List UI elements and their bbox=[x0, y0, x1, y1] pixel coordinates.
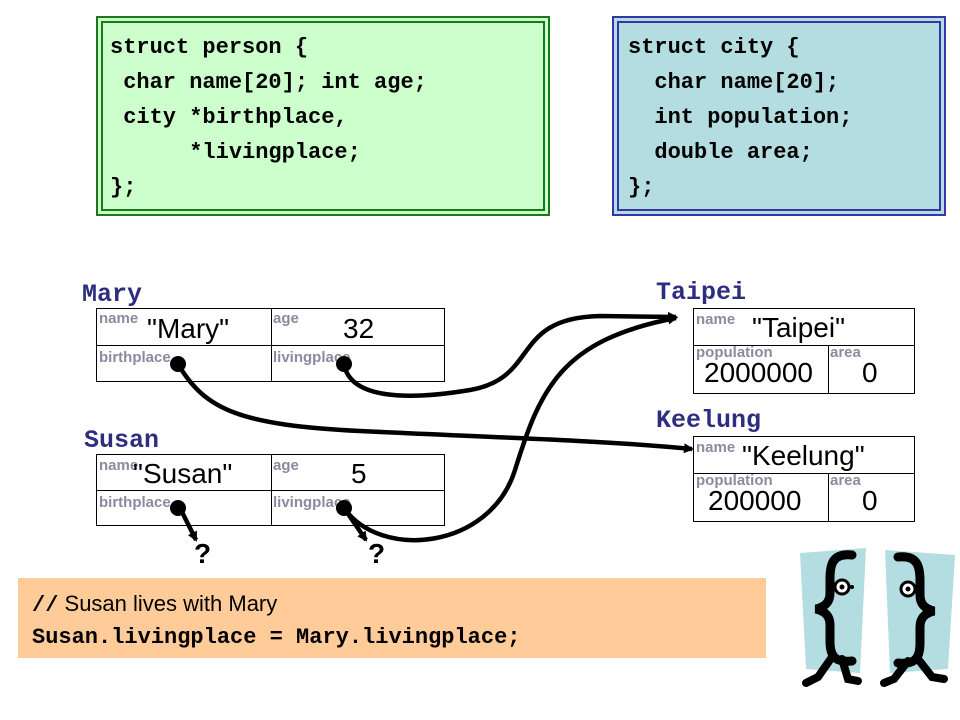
struct-city-code: struct city { char name[20]; int populat… bbox=[628, 35, 853, 200]
susan-birthplace-dot bbox=[170, 500, 186, 516]
taipei-population-value: 2000000 bbox=[704, 357, 814, 388]
mary-livingplace-dot bbox=[336, 356, 352, 372]
susan-record: name "Susan" age 5 birthplace livingplac… bbox=[96, 454, 445, 526]
taipei-name-label: name bbox=[696, 311, 736, 328]
keelung-population-label: population bbox=[696, 472, 773, 489]
taipei-area-value: 0 bbox=[862, 357, 878, 388]
keelung-area-label: area bbox=[830, 472, 861, 489]
keelung-divider-h bbox=[694, 473, 914, 474]
susan-livingplace-dot bbox=[336, 500, 352, 516]
comment-box: // Susan lives with Mary Susan.livingpla… bbox=[18, 578, 766, 658]
susan-birthplace-label: birthplace bbox=[99, 494, 171, 511]
taipei-area-label: area bbox=[830, 344, 861, 361]
mary-age-label: age bbox=[273, 310, 299, 327]
mary-title: Mary bbox=[82, 280, 143, 309]
keelung-population-value: 200000 bbox=[708, 485, 802, 516]
keelung-name-label: name bbox=[696, 439, 736, 456]
keelung-name-value: "Keelung" bbox=[742, 440, 865, 471]
keelung-record: name "Keelung" population 200000 area 0 bbox=[693, 436, 915, 522]
arrow-mary-livingplace-taipei bbox=[341, 311, 678, 398]
susan-birthplace-unknown: ? bbox=[194, 538, 212, 569]
taipei-record: name "Taipei" population 2000000 area 0 bbox=[693, 308, 915, 394]
taipei-divider-h bbox=[694, 345, 914, 346]
keelung-area-value: 0 bbox=[862, 485, 878, 516]
comment-text: Susan lives with Mary bbox=[58, 591, 278, 616]
walking-braces-mascot-icon bbox=[800, 548, 955, 687]
struct-city-box: struct city { char name[20]; int populat… bbox=[612, 16, 946, 216]
susan-livingplace-unknown: ? bbox=[368, 538, 386, 569]
mary-birthplace-dot bbox=[170, 356, 186, 372]
keelung-title: Keelung bbox=[656, 406, 762, 435]
susan-age-label: age bbox=[273, 457, 299, 474]
struct-person-code: struct person { char name[20]; int age; … bbox=[110, 35, 427, 200]
susan-livingplace-label: livingplace bbox=[273, 494, 351, 511]
mary-divider-h bbox=[97, 345, 444, 346]
assignment-code: Susan.livingplace = Mary.livingplace; bbox=[32, 625, 521, 650]
taipei-divider-v bbox=[828, 345, 829, 393]
taipei-name-value: "Taipei" bbox=[752, 312, 846, 343]
mary-age-value: 32 bbox=[343, 313, 375, 344]
mary-record: name "Mary" age 32 birthplace livingplac… bbox=[96, 308, 445, 382]
mary-birthplace-label: birthplace bbox=[99, 349, 171, 366]
taipei-title: Taipei bbox=[656, 278, 747, 307]
keelung-divider-v bbox=[828, 473, 829, 521]
arrow-susan-livingplace-taipei bbox=[342, 314, 678, 543]
struct-person-box: struct person { char name[20]; int age; … bbox=[96, 16, 550, 216]
mary-name-value: "Mary" bbox=[147, 313, 230, 344]
comment-slashes: // bbox=[32, 593, 59, 618]
mary-name-label: name bbox=[99, 310, 139, 327]
comment-line: // Susan lives with Mary bbox=[32, 588, 766, 622]
susan-name-label: name bbox=[99, 457, 139, 474]
susan-divider-h bbox=[97, 490, 444, 491]
arrow-mary-birthplace-keelung bbox=[176, 362, 694, 454]
mary-livingplace-label: livingplace bbox=[273, 349, 351, 366]
susan-age-value: 5 bbox=[351, 458, 367, 489]
taipei-population-label: population bbox=[696, 344, 773, 361]
susan-title: Susan bbox=[84, 426, 160, 455]
susan-name-value: "Susan" bbox=[133, 458, 233, 489]
